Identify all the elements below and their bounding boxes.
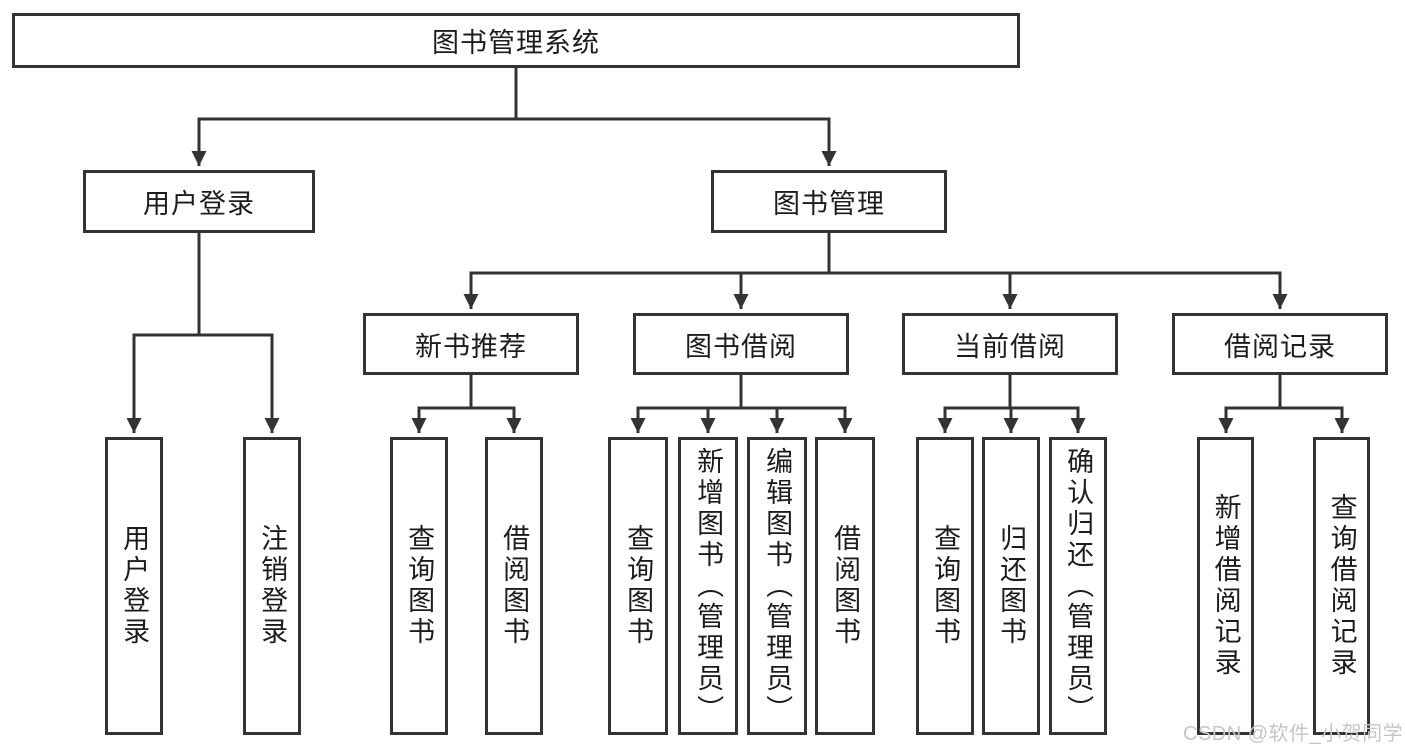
node-user-login: 用户登录 <box>83 170 315 233</box>
leaf-add-borrowing-record: 新增借阅记录 <box>1197 437 1254 735</box>
leaf-return-books: 归还图书 <box>982 437 1040 735</box>
leaf-label: 查询图书 <box>930 524 961 648</box>
node-library-management-system: 图书管理系统 <box>12 13 1020 68</box>
node-label: 新书推荐 <box>415 331 527 362</box>
leaf-query-books-current: 查询图书 <box>916 437 974 735</box>
leaf-label: 注销登录 <box>257 524 288 648</box>
leaf-label: 查询图书 <box>623 524 654 648</box>
leaf-borrow-books-recommend: 借阅图书 <box>485 437 543 735</box>
leaf-edit-book-admin: 编辑图书（管理员） <box>747 437 807 735</box>
node-label: 图书借阅 <box>685 331 797 362</box>
leaf-query-books-recommend: 查询图书 <box>390 437 448 735</box>
node-label: 当前借阅 <box>954 331 1066 362</box>
node-label: 图书管理 <box>773 189 885 219</box>
leaf-query-borrowing-record: 查询借阅记录 <box>1313 437 1370 735</box>
leaf-confirm-return-admin: 确认归还（管理员） <box>1049 437 1107 735</box>
leaf-label: 借阅图书 <box>830 524 861 648</box>
leaf-query-books-borrowing: 查询图书 <box>608 437 668 735</box>
leaf-label: 编辑图书（管理员） <box>762 446 793 726</box>
leaf-label: 用户登录 <box>119 524 150 648</box>
leaf-user-login: 用户登录 <box>105 437 163 735</box>
leaf-label: 查询借阅记录 <box>1326 493 1357 679</box>
node-book-management: 图书管理 <box>711 170 947 233</box>
node-label: 借阅记录 <box>1224 331 1336 362</box>
leaf-borrow-books-borrowing: 借阅图书 <box>815 437 875 735</box>
leaf-label: 新增借阅记录 <box>1210 493 1241 679</box>
leaf-label: 新增图书（管理员） <box>693 446 724 726</box>
leaf-label: 借阅图书 <box>499 524 530 648</box>
node-borrowing-records: 借阅记录 <box>1172 313 1388 375</box>
node-book-borrowing: 图书借阅 <box>633 313 849 375</box>
leaf-add-book-admin: 新增图书（管理员） <box>678 437 738 735</box>
node-label: 图书管理系统 <box>432 28 600 58</box>
leaf-label: 确认归还（管理员） <box>1063 446 1094 726</box>
leaf-logout: 注销登录 <box>243 437 301 735</box>
leaf-label: 查询图书 <box>404 524 435 648</box>
node-current-borrowing: 当前借阅 <box>902 313 1118 375</box>
leaf-label: 归还图书 <box>996 524 1027 648</box>
watermark: CSDN @软件_小贺同学 <box>1183 723 1404 745</box>
node-new-book-recommendation: 新书推荐 <box>363 313 579 375</box>
node-label: 用户登录 <box>143 189 255 219</box>
